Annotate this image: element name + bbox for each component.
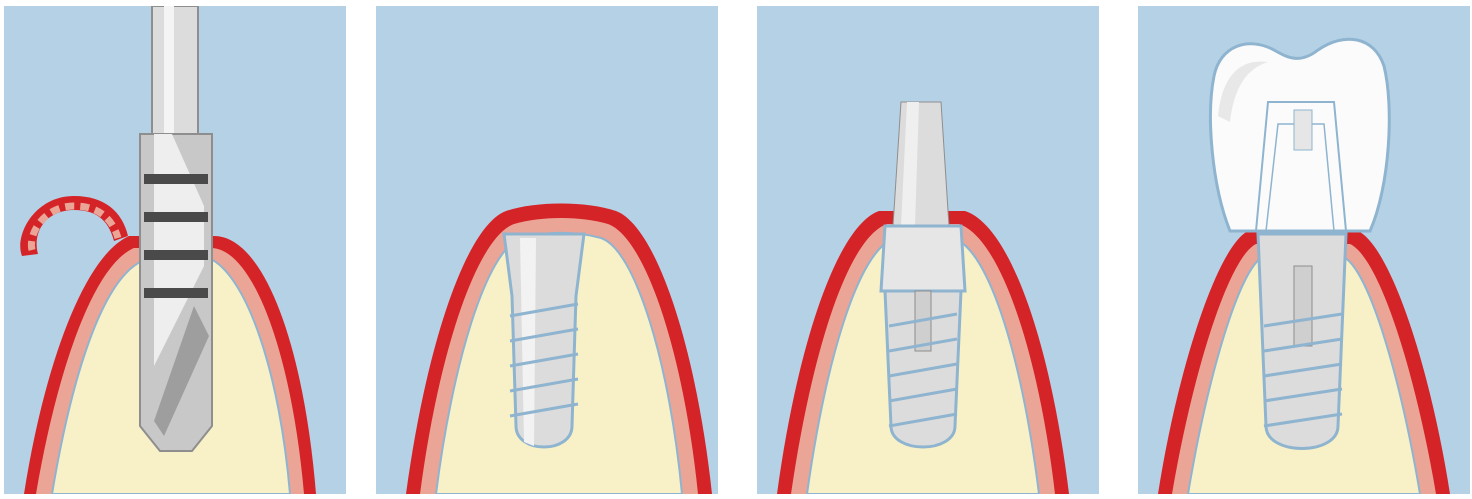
depth-mark (144, 288, 208, 298)
panel-drilling (4, 6, 346, 494)
depth-mark (144, 174, 208, 184)
panel-implant-placed (376, 6, 718, 494)
drill-shank-highlight (164, 6, 174, 136)
panel-crown-attached (1138, 6, 1470, 494)
implant-illustration (376, 6, 718, 494)
drill-shank (152, 6, 198, 136)
abutment-post (893, 102, 949, 226)
abutment-collar (881, 226, 965, 291)
abutment-illustration (757, 6, 1099, 494)
crown-illustration (1138, 6, 1470, 494)
crown-screw (1294, 110, 1312, 150)
depth-mark (144, 250, 208, 260)
depth-mark (144, 212, 208, 222)
abutment-screw (1294, 266, 1312, 346)
drilling-illustration (4, 6, 346, 494)
panel-abutment-attached (757, 6, 1099, 494)
